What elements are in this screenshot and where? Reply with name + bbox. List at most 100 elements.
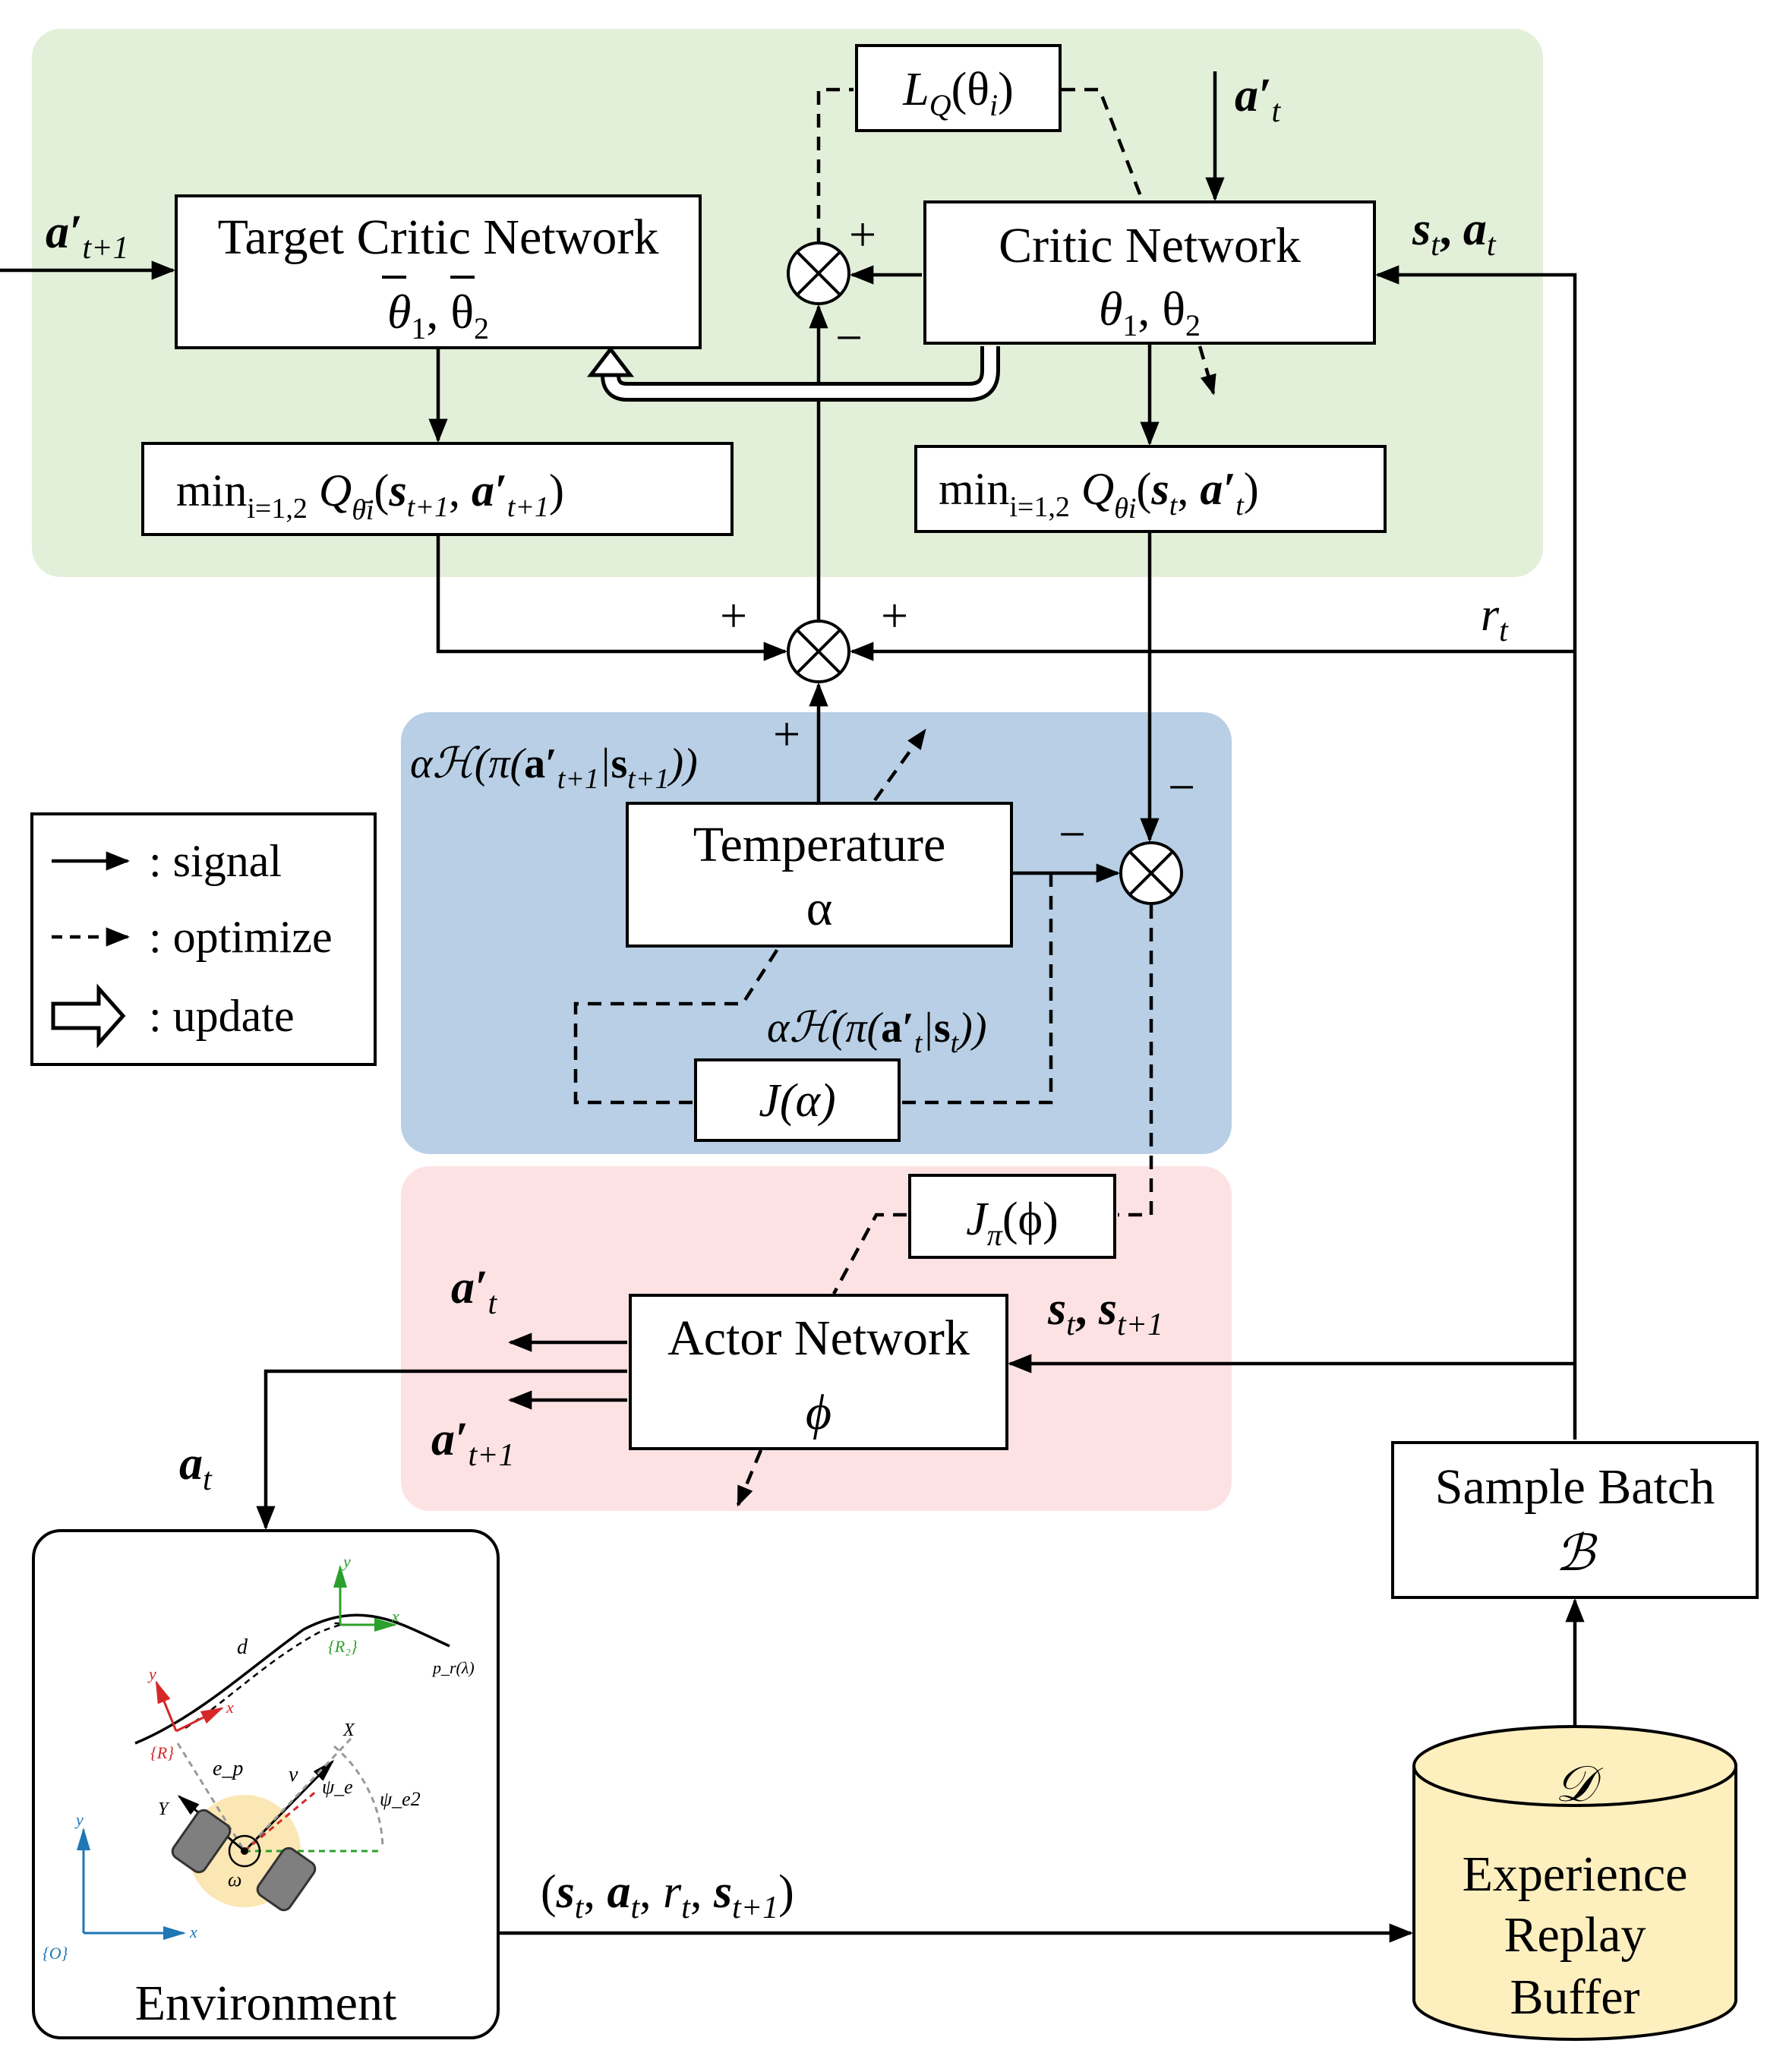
environment-title: Environment — [135, 1976, 397, 2031]
r-y-label: y — [147, 1664, 156, 1683]
r2-y-label: y — [342, 1552, 351, 1571]
psi-e2-arc — [333, 1745, 384, 1849]
replay-buffer-line2: Replay — [1504, 1907, 1646, 1963]
r-x-axis — [175, 1707, 224, 1733]
replay-buffer-line3: Buffer — [1510, 1970, 1639, 2025]
psi-e-label: ψ_e — [322, 1776, 353, 1798]
temperature-title: Temperature — [693, 817, 946, 872]
legend-update-arrow — [51, 983, 126, 1049]
environment-box: Environment y x {O} p_r(λ) d y x {R₂} y … — [32, 1529, 500, 2039]
loss-sum-node — [787, 241, 850, 305]
r2-frame-label: {R₂} — [328, 1637, 358, 1656]
world-y-label: y — [74, 1810, 84, 1829]
label-actor-out-a-next: a′t+1 — [431, 1414, 514, 1473]
critic-region — [32, 29, 1543, 577]
critic-min-q-box: mini=1,2 Qθi(st, a′t) — [914, 445, 1387, 533]
velocity-vector — [243, 1759, 335, 1853]
legend-update-label: : update — [149, 991, 295, 1041]
target-critic-title: Target Critic Network — [218, 210, 659, 265]
target-sum-node — [787, 620, 850, 683]
opt-lq-to-critic — [1062, 87, 1143, 197]
rotation-arc — [228, 1834, 261, 1868]
r2-x-label: x — [391, 1607, 399, 1626]
sum-right-plus-sign: + — [881, 588, 908, 642]
label-transition: (st, at, rt, st+1) — [541, 1866, 794, 1925]
heading-line — [243, 1737, 352, 1853]
r-x-label: x — [226, 1698, 234, 1717]
r-frame-label: {R} — [150, 1743, 174, 1762]
sample-batch-symbol: ℬ — [1555, 1526, 1598, 1582]
path-distance — [185, 1622, 343, 1730]
path-label: p_r(λ) — [431, 1658, 475, 1677]
environment-figure: y x {O} p_r(λ) d y x {R₂} y x {R} e_p — [43, 1552, 475, 1963]
critic-params: θ1, θ2 — [1099, 282, 1201, 342]
legend-signal-label: : signal — [149, 836, 282, 886]
legend: : signal : optimize : update — [30, 812, 377, 1066]
actor-network: Actor Network ϕ — [629, 1294, 1008, 1450]
label-entropy-next: αℋ(π(a′t+1|st+1)) — [410, 740, 698, 795]
target-min-q-box: mini=1,2 Qθ̄i(st+1, a′t+1) — [141, 442, 734, 536]
opt-critic-out — [1198, 345, 1216, 396]
policy-loss-box: Jπ(ϕ) — [908, 1174, 1116, 1259]
critic-min-q-label: mini=1,2 Qθi(st, a′t) — [939, 464, 1259, 525]
label-reward: rt — [1481, 589, 1509, 648]
temperature-block: Temperature α — [626, 802, 1013, 948]
temperature-loss-label: J(α) — [759, 1075, 835, 1127]
target-critic-params: θ1, θ2 — [387, 285, 489, 345]
replay-buffer-line1: Experience — [1463, 1847, 1688, 1902]
psi-e2-label: ψ_e2 — [380, 1788, 421, 1810]
opt-temp-out — [873, 728, 926, 802]
wire-action-to-env — [256, 1369, 627, 1531]
loss-plus-sign: + — [849, 207, 876, 261]
robot-center — [241, 1847, 248, 1855]
actor-param: ϕ — [806, 1385, 831, 1440]
robot-y-label: Y — [158, 1799, 170, 1819]
policy-sum-node — [1119, 841, 1183, 905]
policy-left-minus-sign: − — [1059, 807, 1086, 861]
label-entropy-now: αℋ(π(a′t|st)) — [767, 1004, 986, 1059]
actor-title: Actor Network — [667, 1310, 970, 1366]
opt-entropy-to-ja — [902, 873, 1053, 1105]
experience-replay-buffer: 𝒟 Experience Replay Buffer — [1412, 1725, 1737, 2041]
reference-path — [134, 1613, 450, 1745]
label-action-to-env: at — [179, 1438, 213, 1497]
heading-x-label: X — [342, 1720, 355, 1740]
sum-left-plus-sign: + — [720, 588, 747, 642]
opt-ja-to-temp — [573, 948, 779, 1105]
velocity-label: v — [289, 1763, 298, 1787]
legend-optimize-label: : optimize — [149, 912, 333, 962]
opt-loss-to-lq — [816, 87, 854, 241]
distance-label: d — [237, 1635, 248, 1659]
omega-label: ω — [228, 1869, 241, 1891]
critic-loss-box: LQ(θi) — [855, 44, 1062, 132]
opt-policy-to-jpi — [1118, 905, 1153, 1217]
sample-batch: Sample Batch ℬ — [1391, 1441, 1759, 1599]
opt-jpi-to-actor — [832, 1213, 907, 1295]
policy-top-minus-sign: − — [1168, 760, 1195, 814]
left-wheel — [171, 1809, 232, 1874]
critic-loss-label: LQ(θi) — [902, 64, 1014, 122]
label-s-a-in: st, at — [1412, 203, 1497, 263]
temperature-loss-box: J(α) — [694, 1058, 901, 1142]
target-min-q-label: mini=1,2 Qθ̄i(st+1, a′t+1) — [176, 465, 564, 526]
update-arrow — [586, 345, 1000, 402]
loss-minus-sign: − — [835, 311, 863, 364]
temperature-param: α — [806, 881, 833, 936]
r-y-axis — [155, 1680, 178, 1732]
policy-loss-label: Jπ(ϕ) — [966, 1194, 1059, 1252]
wire-target-min-to-sum — [436, 535, 788, 661]
sample-batch-title: Sample Batch — [1435, 1459, 1715, 1515]
label-a-t-prime-in: a′t — [1235, 70, 1281, 129]
sum-bottom-plus-sign: + — [773, 707, 800, 761]
critic-network: Critic Network θ1, θ2 — [923, 200, 1376, 345]
label-actor-in-states: st, st+1 — [1047, 1283, 1163, 1342]
opt-actor-out — [736, 1449, 763, 1507]
right-wheel — [256, 1847, 317, 1912]
lateral-error-label: e_p — [213, 1757, 243, 1780]
label-a-next-in: a′t+1 — [46, 207, 128, 266]
wire-s-a-to-critic — [1374, 265, 1577, 1440]
world-x-label: x — [189, 1922, 197, 1941]
target-critic-network: Target Critic Network θ1, θ2 — [175, 194, 702, 349]
label-actor-out-a: a′t — [451, 1262, 497, 1321]
